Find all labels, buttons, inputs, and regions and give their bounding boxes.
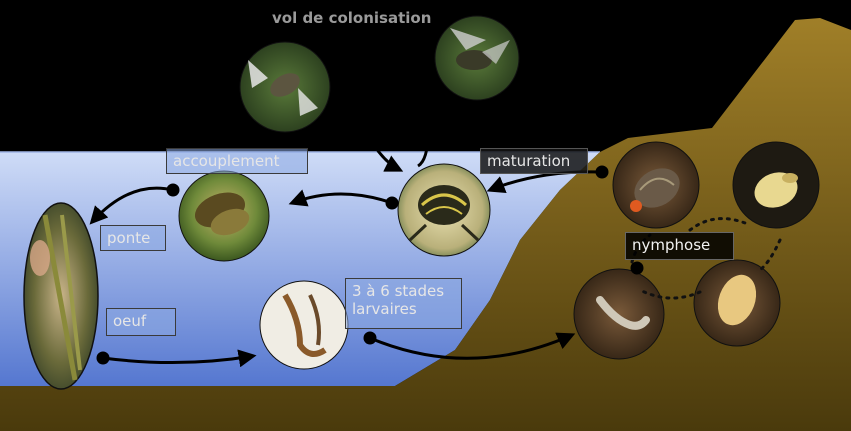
pupa-photo-pale	[732, 141, 820, 229]
label-maturation: maturation	[480, 148, 588, 174]
mating-photo	[178, 170, 270, 262]
label-laying: ponte	[100, 225, 166, 251]
arrow-egg-to-larva	[102, 349, 257, 368]
arrow-mating-to-laying	[89, 186, 174, 225]
label-mating: accouplement	[166, 148, 308, 174]
arrow-adult-to-mating	[288, 189, 393, 207]
adult-beetle-photo	[397, 163, 491, 257]
arrow-maturation-to-adult	[486, 170, 603, 194]
label-larval-stages: 3 à 6 stades larvaires	[345, 278, 462, 329]
egg-laying-photo	[23, 202, 99, 390]
pupa-photo-late	[693, 259, 781, 347]
label-pupation: nymphose	[625, 232, 734, 260]
label-colonisation-flight: vol de colonisation	[272, 9, 432, 27]
arrow-flight-to-adult-2	[417, 131, 430, 168]
flying-beetle-photo-right	[434, 15, 520, 101]
pupa-photo-adult-emerging	[612, 141, 700, 229]
cycle-arrows	[89, 125, 644, 368]
arrow-larva-to-pupa	[369, 332, 576, 360]
larva-photo	[259, 280, 349, 370]
prepupa-photo	[573, 268, 665, 360]
flying-beetle-photo-left	[239, 41, 331, 133]
nymphose-dotted-cycle	[630, 217, 782, 300]
label-egg: oeuf	[106, 308, 176, 336]
arrow-flight-to-adult	[365, 131, 404, 172]
